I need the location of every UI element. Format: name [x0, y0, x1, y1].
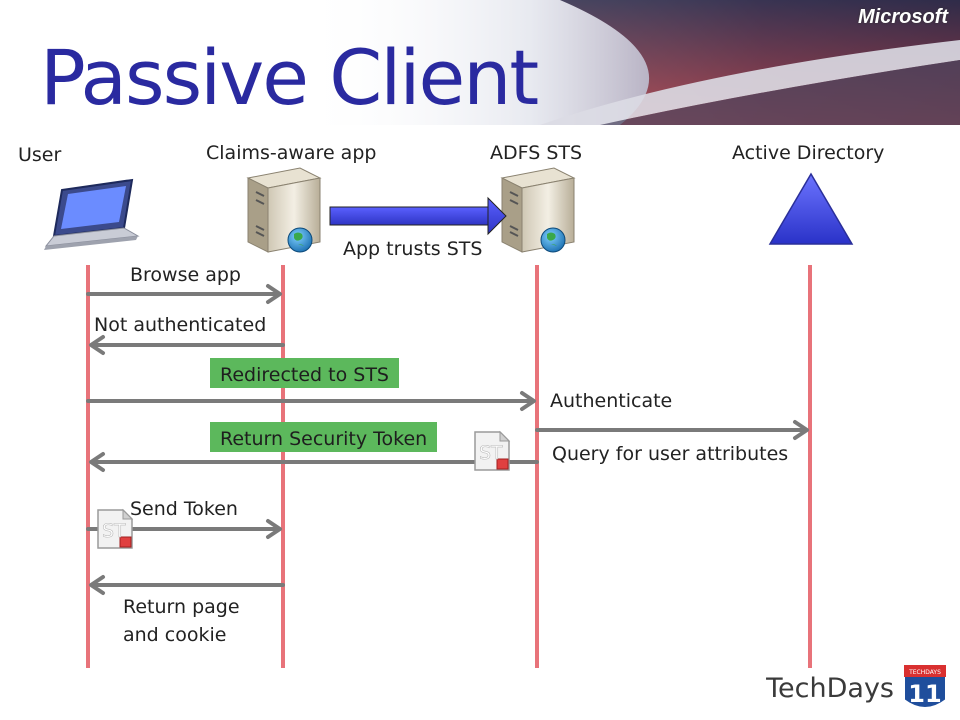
server-icon-app [246, 167, 322, 253]
token-document-icon: ST [474, 430, 511, 471]
arrow-browse-app [86, 284, 282, 304]
microsoft-logo: Microsoft [858, 6, 948, 28]
message-label-return-token: Return Security Token [210, 422, 438, 452]
token-label-1: ST [479, 442, 503, 464]
trust-label: App trusts STS [343, 238, 483, 260]
message-label-browse: Browse app [130, 264, 241, 286]
message-label-return-page-1: Return page [123, 596, 240, 618]
lifelines [86, 265, 812, 668]
actor-label-user: User [18, 144, 62, 166]
badge-number: 11 [908, 680, 941, 708]
actor-label-ad: Active Directory [732, 142, 885, 164]
message-label-query-attributes: Query for user attributes [552, 443, 789, 465]
header-banner-image [300, 0, 960, 125]
message-label-return-page-2: and cookie [123, 624, 227, 646]
techdays-logo-text: TechDays [766, 673, 894, 704]
token-document-icon: ST [97, 508, 134, 549]
page-title: Passive Client [40, 33, 539, 122]
techdays-badge-logo: TECHDAYS 11 [903, 665, 947, 709]
actor-label-app: Claims-aware app [206, 142, 377, 164]
message-label-not-authenticated: Not authenticated [94, 314, 267, 336]
laptop-icon [44, 178, 140, 250]
message-label-redirected: Redirected to STS [210, 358, 399, 388]
actor-label-sts: ADFS STS [490, 142, 583, 164]
message-label-send-token: Send Token [130, 498, 238, 520]
badge-top-text: TECHDAYS [908, 669, 941, 676]
arrow-redirect-authenticate [86, 391, 536, 411]
arrow-query-attributes [535, 420, 809, 440]
server-icon-sts [500, 167, 576, 253]
arrow-return-page [89, 575, 285, 595]
token-label-2: ST [102, 520, 126, 542]
arrow-return-security-token [89, 452, 539, 472]
message-arrows [86, 284, 809, 595]
active-directory-triangle-icon [768, 172, 854, 245]
message-label-authenticate: Authenticate [550, 390, 673, 412]
trust-arrow [329, 196, 507, 236]
arrow-not-authenticated [89, 335, 285, 355]
